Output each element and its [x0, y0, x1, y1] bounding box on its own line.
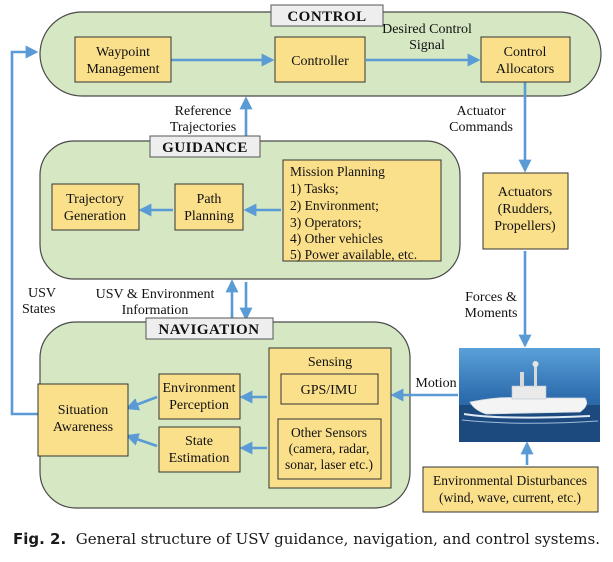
svg-text:USV: USV	[28, 286, 56, 301]
svg-text:Mission Planning: Mission Planning	[290, 164, 385, 179]
other-sensors-box: Other Sensors (camera, radar, sonar, las…	[277, 418, 382, 480]
svg-text:States: States	[22, 302, 55, 317]
svg-text:Trajectories: Trajectories	[170, 120, 236, 135]
arrow-usv-states-feedback	[10, 45, 39, 416]
guidance-header: GUIDANCE	[149, 135, 261, 158]
svg-text:Path: Path	[197, 192, 222, 207]
waypoint-management-box: Waypoint Management	[74, 36, 172, 83]
usv-environment-information-label: USV & Environment Information	[96, 287, 215, 318]
svg-text:Estimation: Estimation	[169, 451, 230, 466]
svg-text:2) Environment;: 2) Environment;	[290, 198, 379, 213]
svg-text:1) Tasks;: 1) Tasks;	[290, 181, 339, 196]
svg-text:5) Power available, etc.: 5) Power available, etc.	[290, 247, 417, 262]
usv-boat-photo-icon	[459, 348, 600, 442]
arrow-stateestimation-situation	[125, 433, 158, 448]
svg-text:Actuator: Actuator	[457, 104, 506, 119]
svg-text:Sensing: Sensing	[308, 355, 352, 370]
svg-text:Forces &: Forces &	[465, 290, 517, 305]
svg-text:Signal: Signal	[409, 38, 445, 53]
svg-text:(wind, wave, current, etc.): (wind, wave, current, etc.)	[439, 490, 581, 505]
svg-text:4) Other vehicles: 4) Other vehicles	[290, 231, 383, 246]
svg-text:CONTROL: CONTROL	[287, 9, 366, 25]
navigation-header: NAVIGATION	[145, 317, 274, 340]
actuators-box: Actuators (Rudders, Propellers)	[482, 172, 569, 250]
situation-awareness-box: Situation Awareness	[37, 383, 129, 457]
svg-text:Waypoint: Waypoint	[96, 45, 150, 60]
control-header: CONTROL	[270, 4, 384, 27]
svg-text:Moments: Moments	[465, 306, 518, 321]
svg-text:Planning: Planning	[184, 209, 234, 224]
environmental-disturbances-box: Environmental Disturbances (wind, wave, …	[422, 466, 599, 513]
svg-text:Other Sensors: Other Sensors	[291, 425, 367, 440]
usv-states-label: USV States	[22, 286, 56, 317]
path-planning-box: Path Planning	[174, 183, 244, 231]
svg-text:Actuators: Actuators	[498, 185, 552, 200]
svg-text:Reference: Reference	[175, 104, 232, 119]
forces-moments-label: Forces & Moments	[465, 290, 518, 321]
motion-label: Motion	[415, 376, 456, 391]
svg-text:Desired Control: Desired Control	[382, 22, 472, 37]
svg-text:(Rudders,: (Rudders,	[498, 202, 553, 217]
svg-text:Propellers): Propellers)	[494, 219, 556, 234]
flow-arrows	[10, 45, 534, 465]
control-allocators-box: Control Allocators	[480, 36, 571, 83]
svg-text:Trajectory: Trajectory	[66, 192, 124, 207]
arrow-envperception-situation	[125, 395, 158, 411]
svg-text:Environment: Environment	[162, 381, 235, 396]
trajectory-generation-box: Trajectory Generation	[51, 183, 140, 231]
actuator-commands-label: Actuator Commands	[449, 104, 513, 135]
svg-text:Control: Control	[504, 45, 547, 60]
svg-text:Controller: Controller	[291, 54, 349, 69]
svg-text:3) Operators;: 3) Operators;	[290, 215, 362, 230]
caption-text: General structure of USV guidance, navig…	[75, 530, 601, 548]
svg-text:Environmental Disturbances: Environmental Disturbances	[433, 473, 587, 488]
svg-text:USV & Environment: USV & Environment	[96, 287, 215, 302]
svg-text:State: State	[185, 434, 213, 449]
state-estimation-box: State Estimation	[158, 426, 241, 473]
svg-text:NAVIGATION: NAVIGATION	[158, 322, 259, 338]
svg-text:Information: Information	[122, 303, 189, 318]
figure-number: Fig. 2.	[12, 530, 67, 548]
svg-text:(camera, radar,: (camera, radar,	[289, 441, 370, 456]
svg-text:sonar, laser etc.): sonar, laser etc.)	[285, 457, 373, 472]
svg-text:GUIDANCE: GUIDANCE	[162, 140, 248, 156]
svg-text:Generation: Generation	[64, 209, 126, 224]
svg-text:Management: Management	[86, 62, 159, 77]
gps-imu-box: GPS/IMU	[280, 373, 379, 405]
gnc-diagram: CONTROL GUIDANCE NAVIGATION Waypoint Man…	[10, 4, 602, 513]
svg-text:GPS/IMU: GPS/IMU	[301, 383, 358, 398]
reference-trajectories-label: Reference Trajectories	[170, 104, 236, 135]
controller-box: Controller	[274, 36, 366, 83]
mission-planning-box: Mission Planning 1) Tasks; 2) Environmen…	[282, 159, 442, 262]
svg-text:Allocators: Allocators	[496, 62, 554, 77]
figure-caption: Fig. 2. General structure of USV guidanc…	[0, 530, 613, 548]
environment-perception-box: Environment Perception	[158, 373, 241, 420]
svg-text:Commands: Commands	[449, 120, 513, 135]
desired-control-signal-label: Desired Control Signal	[382, 22, 472, 53]
svg-text:Perception: Perception	[169, 398, 229, 413]
svg-text:Situation: Situation	[58, 403, 109, 418]
svg-text:Awareness: Awareness	[53, 420, 113, 435]
